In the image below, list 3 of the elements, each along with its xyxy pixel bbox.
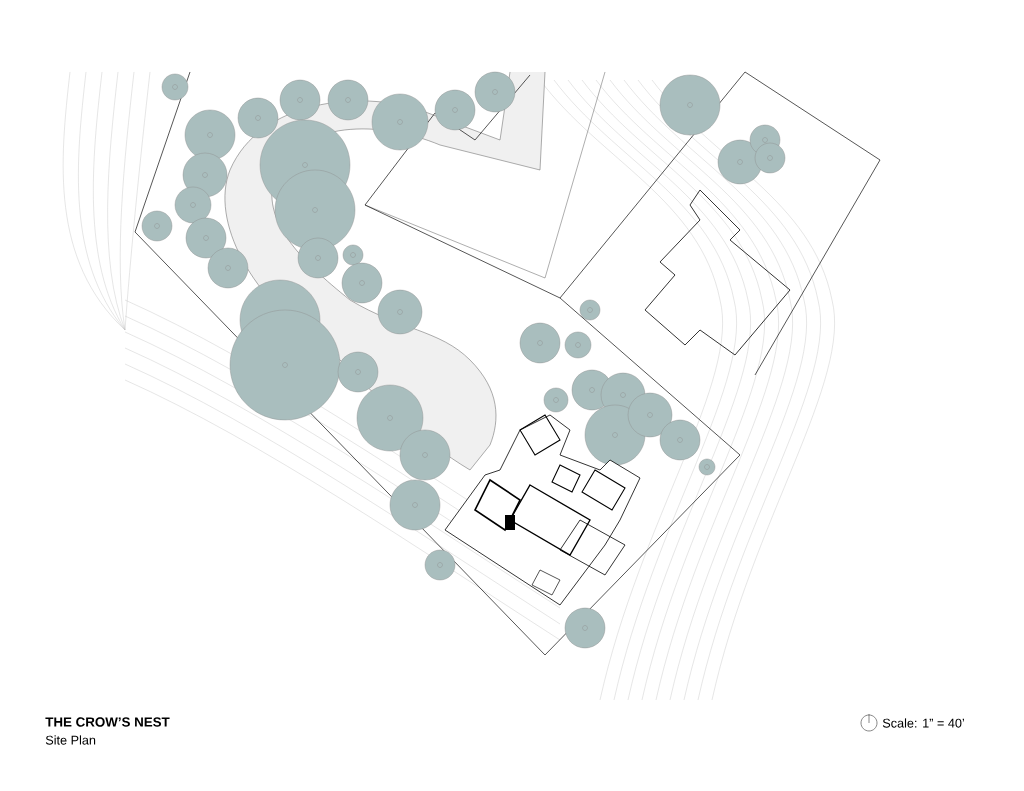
title: THE CROW’S NEST <box>45 717 170 727</box>
scale-note: Scale: 1” = 40’ <box>882 718 964 728</box>
subtitle: Site Plan <box>45 735 96 745</box>
